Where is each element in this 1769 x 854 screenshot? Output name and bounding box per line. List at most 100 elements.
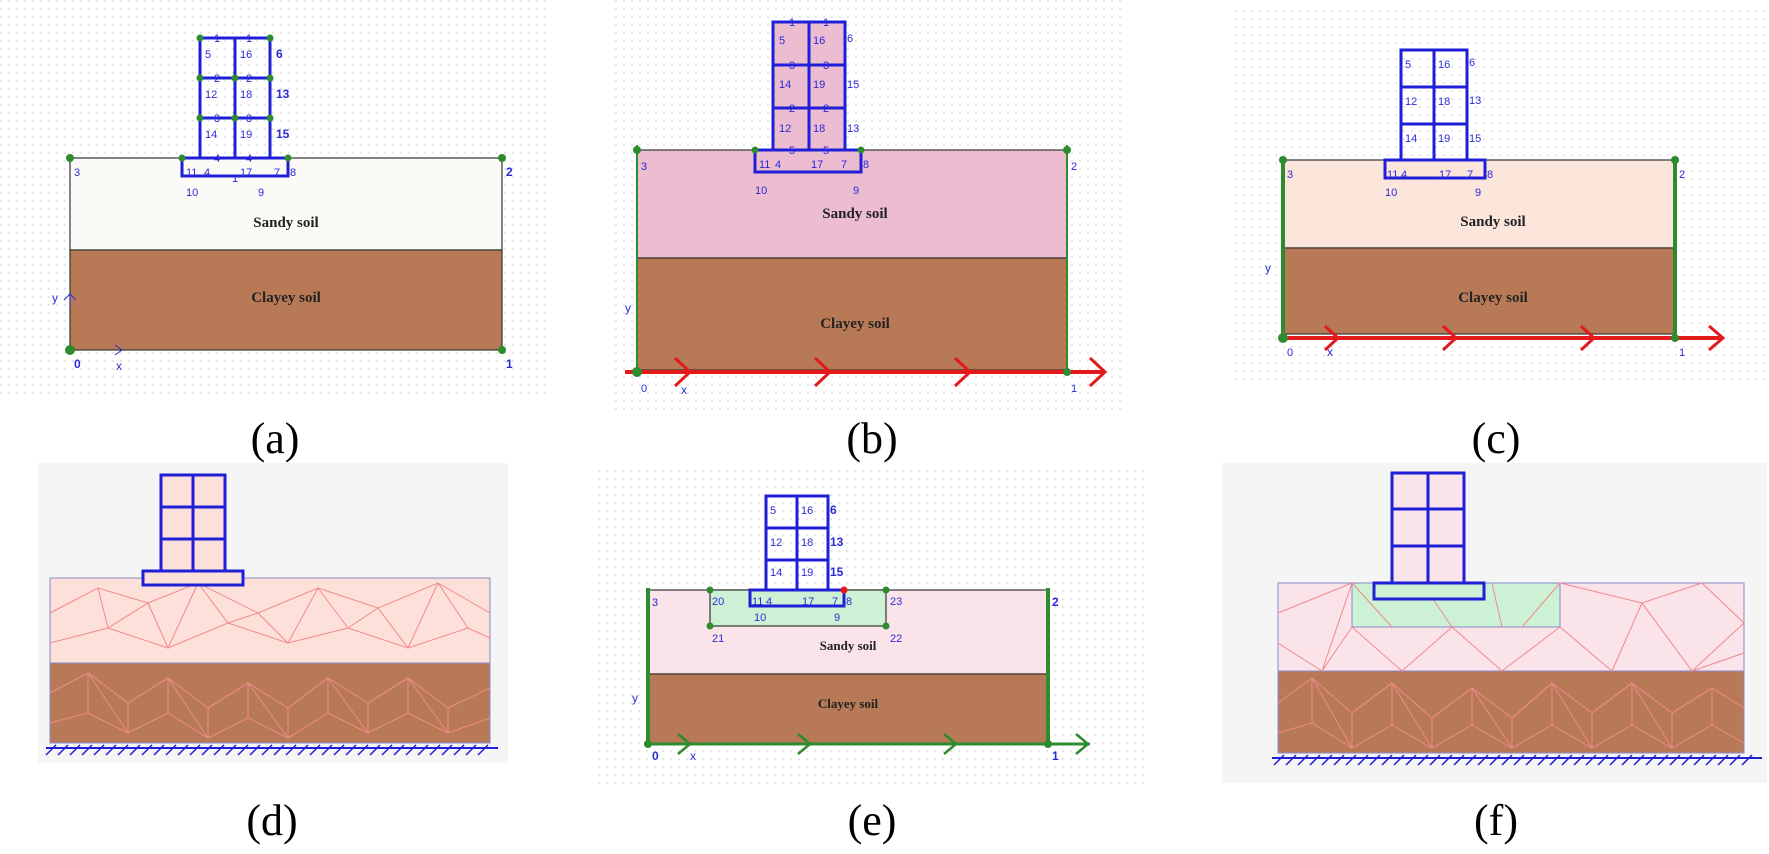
- load-arrow: [953, 356, 973, 388]
- node: [633, 146, 641, 154]
- clayey-soil-layer: [636, 257, 1068, 371]
- point-label: 10: [1385, 187, 1397, 199]
- load-arrow: [1088, 356, 1108, 388]
- point-label: 3: [641, 161, 647, 173]
- point-label: 7: [1467, 169, 1473, 181]
- point-label: 16: [801, 505, 813, 517]
- point-label: 8: [1487, 169, 1493, 181]
- point-label: 2: [1679, 169, 1685, 181]
- node: [1671, 156, 1679, 164]
- point-label: 19: [240, 129, 252, 141]
- point-label: 9: [834, 612, 840, 624]
- caption-b: (b): [846, 414, 898, 463]
- point-label: 17: [802, 596, 814, 608]
- panel-d: [38, 463, 508, 763]
- caption-f: (f): [1474, 796, 1518, 845]
- panel-a: Sandy soil Clayey soil 3: [0, 0, 550, 395]
- panel-d-drawing: [38, 463, 508, 763]
- point-label: 17: [240, 167, 252, 179]
- point-label: 1: [506, 357, 513, 371]
- y-axis-label: y: [52, 291, 58, 305]
- panel-a-drawing: Sandy soil Clayey soil 3: [0, 0, 550, 395]
- point-label: 11: [759, 159, 770, 171]
- fixity-hatching: [1273, 754, 1753, 766]
- fixity-arrow: [677, 733, 692, 755]
- element-label: 3: [823, 60, 829, 72]
- point-label: 17: [811, 159, 823, 171]
- node: [498, 154, 506, 162]
- y-axis-arrow: [63, 293, 77, 306]
- node: [632, 367, 642, 377]
- point-label: 12: [770, 537, 782, 549]
- fixity-hatching: [45, 744, 489, 756]
- node: [1278, 333, 1288, 343]
- footing: [1372, 581, 1486, 601]
- point-label: 19: [813, 79, 825, 91]
- load-arrow: [1579, 324, 1597, 352]
- point-label: 18: [801, 537, 813, 549]
- point-label: 19: [1438, 133, 1450, 145]
- node: [1063, 146, 1071, 154]
- panel-b-drawing: Sandy soil Clayey soil 3 2 0 1: [615, 0, 1125, 410]
- point-label: 14: [779, 79, 791, 91]
- sandy-soil-label: Sandy soil: [820, 638, 877, 653]
- point-label: 17: [1439, 169, 1451, 181]
- point-label: 13: [847, 123, 859, 135]
- point-label: 13: [1469, 95, 1481, 107]
- node: [231, 114, 239, 122]
- point-label: 0: [652, 749, 659, 763]
- point-label: 10: [755, 185, 767, 197]
- point-label: 7: [832, 596, 838, 608]
- point-label: 16: [813, 35, 825, 47]
- point-label: 7: [274, 167, 280, 179]
- point-label: 1: [1052, 749, 1059, 763]
- node: [284, 154, 292, 162]
- element-label: 5: [789, 145, 795, 157]
- element-label: 1: [246, 33, 252, 45]
- point-label: 6: [830, 503, 837, 517]
- element-label: 5: [823, 145, 829, 157]
- x-axis-label: x: [690, 749, 696, 763]
- clayey-soil-label: Clayey soil: [820, 316, 890, 332]
- element-label: 3: [214, 113, 220, 125]
- point-label: 3: [652, 597, 658, 609]
- element-label: 2: [214, 73, 220, 85]
- point-label: 15: [1469, 133, 1481, 145]
- point-label: 18: [813, 123, 825, 135]
- point-label: 6: [1469, 57, 1475, 69]
- element-label: 4: [246, 153, 252, 165]
- node: [1671, 334, 1679, 342]
- footing: [141, 569, 245, 587]
- node: [498, 346, 506, 354]
- element-label: 1: [232, 173, 238, 185]
- node: [66, 154, 74, 162]
- point-label: 5: [779, 35, 785, 47]
- point-label: 3: [74, 167, 80, 179]
- y-axis-label: y: [625, 301, 631, 315]
- point-label: 9: [258, 187, 264, 199]
- node: [751, 146, 759, 154]
- point-label: 4: [775, 159, 781, 171]
- point-label: 0: [641, 383, 647, 395]
- point-label: 4: [766, 596, 772, 608]
- element-label: 1: [214, 33, 220, 45]
- point-label: 0: [1287, 347, 1293, 359]
- point-label: 11: [186, 167, 197, 179]
- node: [882, 622, 890, 630]
- point-label: 13: [276, 87, 290, 101]
- point-label: 5: [1405, 59, 1411, 71]
- node: [1279, 156, 1287, 164]
- point-label: 15: [847, 79, 859, 91]
- point-label: 11: [752, 596, 763, 608]
- node: [196, 114, 204, 122]
- node: [644, 740, 652, 748]
- node: [1063, 368, 1071, 376]
- node: [65, 345, 75, 355]
- node: [882, 586, 890, 594]
- point-label: 10: [186, 187, 198, 199]
- clayey-soil-layer: [647, 673, 1049, 745]
- point-label: 0: [74, 357, 81, 371]
- point-label: 13: [830, 535, 844, 549]
- node: [196, 74, 204, 82]
